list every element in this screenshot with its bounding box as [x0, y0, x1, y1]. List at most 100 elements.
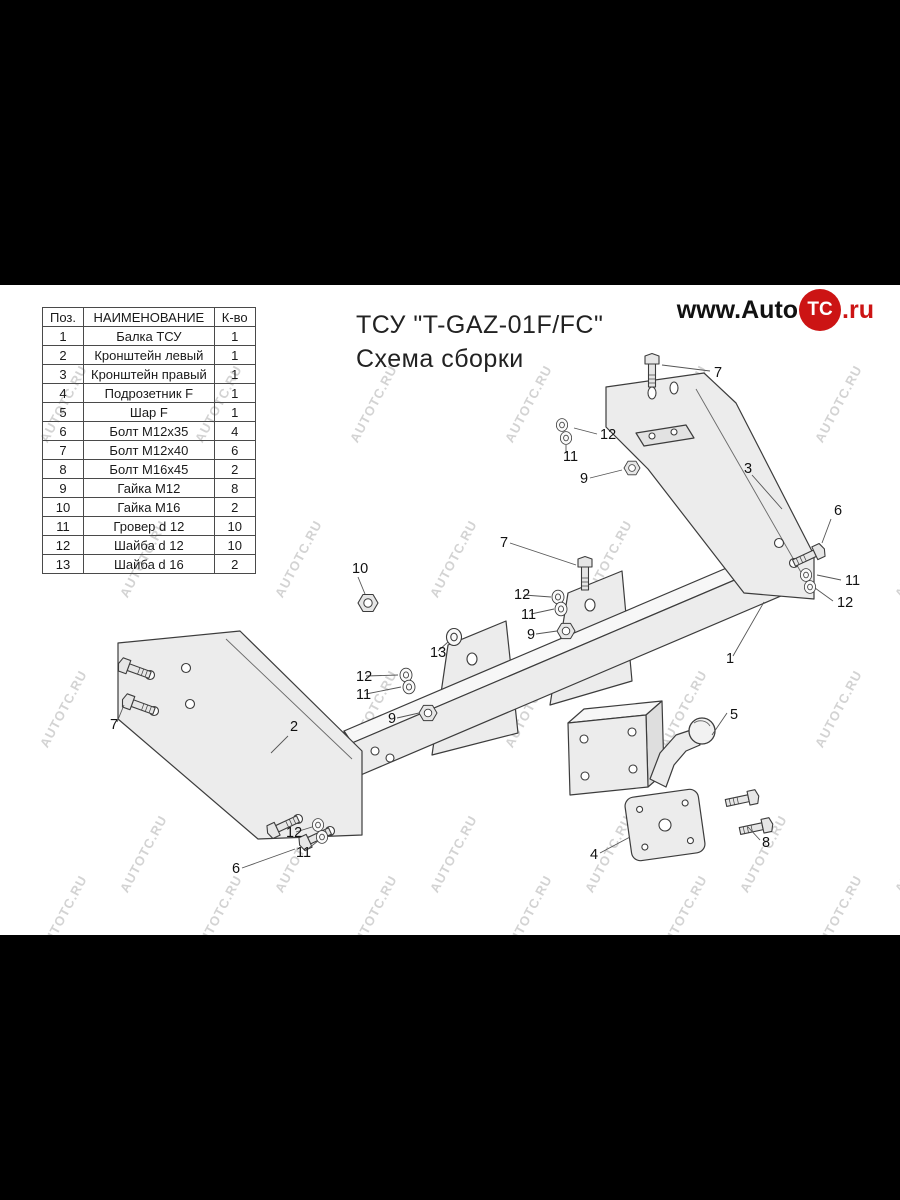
callout-label: 12: [837, 595, 853, 611]
callout-leader-line: [821, 518, 832, 544]
callout-label: 8: [762, 835, 770, 851]
socket-plate-part: [624, 788, 706, 862]
callout-label: 9: [580, 471, 588, 487]
table-cell: Болт М16х45: [83, 459, 215, 479]
table-cell: 2: [213, 459, 256, 479]
callout-leader-line: [365, 674, 399, 677]
table-cell: 1: [213, 402, 256, 422]
receiver-box-part: [567, 700, 665, 796]
table-cell: 10: [42, 497, 84, 517]
table-cell: 2: [213, 497, 256, 517]
washer-part: [402, 679, 416, 695]
callout-label: 9: [527, 627, 535, 643]
callout-label: 1: [726, 651, 734, 667]
column-header: Поз.: [42, 307, 84, 327]
callout-label: 3: [744, 461, 752, 477]
table-cell: 2: [42, 345, 84, 365]
table-cell: 9: [42, 478, 84, 498]
table-cell: Гровер d 12: [83, 516, 215, 536]
callout-leader-line: [270, 735, 289, 754]
table-cell: Кронштейн левый: [83, 345, 215, 365]
callout-leader-line: [747, 826, 761, 841]
callout-leader-line: [116, 704, 125, 723]
table-cell: Шайба d 12: [83, 535, 215, 555]
callout-label: 5: [730, 707, 738, 723]
table-cell: 11: [42, 516, 84, 536]
table-cell: 5: [42, 402, 84, 422]
callout-leader-line: [509, 542, 577, 566]
table-cell: Болт М12х40: [83, 440, 215, 460]
washer-part: [311, 818, 325, 832]
callout-leader-line: [530, 608, 555, 615]
callout-label: 7: [714, 365, 722, 381]
column-header: К-во: [213, 307, 256, 327]
callout-label: 7: [500, 535, 508, 551]
table-cell: 1: [213, 345, 256, 365]
logo-ru-text: .ru: [842, 295, 874, 324]
callout-label: 11: [356, 687, 371, 703]
callout-label: 12: [514, 587, 530, 603]
logo-tc-badge-icon: ТС: [799, 289, 842, 331]
table-cell: 1: [42, 326, 84, 346]
nut-part: [556, 622, 576, 640]
nut-part: [357, 593, 379, 613]
washer-part: [555, 418, 569, 432]
washer-part: [551, 589, 565, 605]
callout-leader-line: [357, 576, 366, 595]
callout-label: 11: [296, 845, 311, 861]
callout-leader-line: [589, 469, 623, 479]
title-block: ТСУ "T-GAZ-01F/FC" Схема сборки: [356, 309, 603, 377]
table-cell: 10: [213, 535, 256, 555]
table-cell: Болт М12х35: [83, 421, 215, 441]
page-title: ТСУ "T-GAZ-01F/FC": [356, 311, 604, 339]
callout-label: 7: [110, 717, 118, 733]
callout-label: 12: [600, 427, 616, 443]
page-subtitle: Схема сборки: [356, 344, 524, 373]
table-cell: 4: [42, 383, 84, 403]
table-cell: Шар F: [83, 402, 215, 422]
callout-leader-line: [732, 601, 765, 657]
callout-label: 12: [356, 669, 372, 685]
callout-label: 11: [563, 449, 578, 465]
logo-auto-text: Auto: [741, 295, 799, 324]
table-cell: 8: [213, 478, 256, 498]
callout-leader-line: [437, 641, 449, 652]
bolt-part: [723, 788, 761, 811]
table-cell: 2: [213, 554, 256, 574]
callout-leader-line: [816, 574, 842, 581]
callout-leader-line: [396, 712, 420, 719]
callout-leader-line: [523, 594, 552, 598]
bracket-left-part: [117, 630, 363, 840]
callout-label: 11: [845, 573, 860, 589]
callout-leader-line: [295, 826, 313, 833]
callout-leader-line: [241, 848, 296, 869]
table-cell: Гайка М12: [83, 478, 215, 498]
table-cell: 1: [213, 364, 256, 384]
table-cell: 10: [213, 516, 256, 536]
washer-part: [559, 431, 573, 445]
table-cell: 6: [42, 421, 84, 441]
washer-part: [803, 580, 817, 594]
table-cell: Шайба d 16: [83, 554, 215, 574]
table-cell: 13: [42, 554, 84, 574]
logo-www-text: www.: [676, 295, 742, 324]
callout-label: 6: [232, 861, 240, 877]
callout-leader-line: [535, 630, 558, 635]
washer-part: [399, 667, 413, 683]
washer-part: [554, 601, 568, 617]
callout-label: 9: [388, 711, 396, 727]
